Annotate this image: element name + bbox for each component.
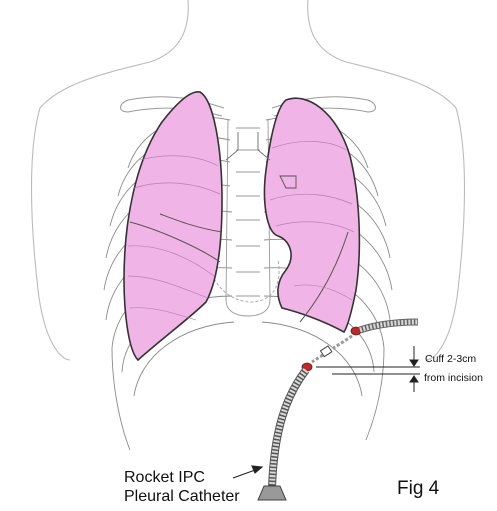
right-lung	[124, 92, 222, 360]
catheter-valve-cap	[258, 486, 286, 500]
cuff-label-line2: from incision	[424, 372, 483, 384]
catheter-tunnel	[312, 336, 352, 362]
catheter-label-line1: Rocket IPC	[124, 469, 205, 486]
clavicles	[121, 97, 376, 116]
torso-outline	[32, 0, 465, 360]
trachea	[226, 132, 270, 160]
catheter-label-line2: Pleural Catheter	[124, 488, 240, 505]
left-lung	[265, 98, 360, 332]
cuff-measurement	[316, 346, 420, 392]
cuff-label-line1: Cuff 2-3cm	[425, 353, 476, 365]
catheter-pointer-arrow	[233, 466, 262, 478]
figure-label: Fig 4	[397, 478, 440, 499]
catheter-lower-tube	[272, 370, 306, 488]
spine	[226, 120, 270, 316]
